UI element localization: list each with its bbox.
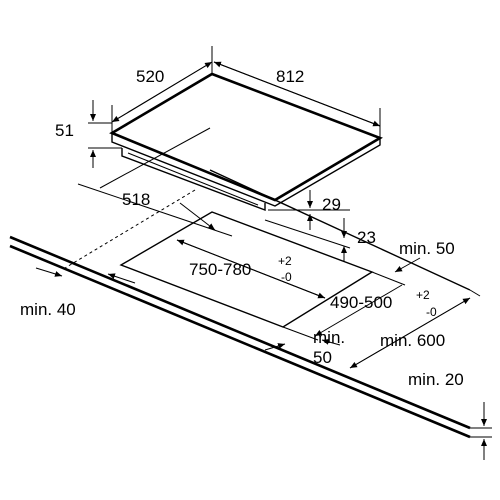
label-cutout-depth-tol-lower: -0 <box>426 305 437 319</box>
dim-518-line <box>99 127 211 189</box>
dim-cutout-width-b <box>176 239 326 299</box>
label-cutout-depth: 490-500 <box>330 293 392 312</box>
label-cutout-width: 750-780 <box>189 260 251 279</box>
hob-body-lower <box>127 152 259 206</box>
label-29: 29 <box>322 195 341 214</box>
label-min-front-line1: min. <box>313 328 345 347</box>
dim-cutout-depth-ext-b <box>282 326 319 341</box>
dim-518-arrow <box>179 202 216 231</box>
label-min-side: min. 40 <box>20 300 76 319</box>
dim-23-ext <box>264 219 351 249</box>
hob-glass-top <box>109 72 383 202</box>
dim-518-ext <box>77 183 233 237</box>
label-cutout-width-tol-upper: +2 <box>278 254 292 268</box>
label-cutout-width-tol-lower: -0 <box>281 270 292 284</box>
worktop-front-edge <box>9 244 471 439</box>
worktop-top-edge <box>9 235 471 430</box>
label-812: 812 <box>276 67 304 86</box>
dim-812-line-b <box>213 61 381 127</box>
label-min-rear: min. 50 <box>399 239 455 258</box>
dim-min50-rear-ext <box>469 289 481 297</box>
dim-cutout-depth-ext <box>371 271 406 286</box>
label-min-worktop-depth: min. 600 <box>380 331 445 350</box>
worktop-drawing <box>9 169 471 439</box>
dim-cutout-depth <box>314 284 403 337</box>
dim-min40-arrow <box>35 267 63 277</box>
label-23: 23 <box>357 228 376 247</box>
dim-min600-b <box>349 297 471 369</box>
hob-glass-edge <box>111 133 381 207</box>
label-min-front-line2: 50 <box>313 348 332 367</box>
label-cutout-depth-tol-upper: +2 <box>416 288 430 302</box>
label-520: 520 <box>136 67 164 86</box>
dimension-labels: 520 812 51 518 29 23 750-780 +2 -0 490-5… <box>20 67 464 389</box>
cutout-reference-dashed <box>64 189 196 269</box>
label-min-worktop-thickness: min. 20 <box>408 370 464 389</box>
dim-min50-rear <box>394 257 421 273</box>
dim-min50-front-b <box>321 338 341 346</box>
hob-body <box>121 148 266 212</box>
dim-min40-arrow-b <box>107 273 136 284</box>
hob-drawing <box>109 72 383 212</box>
label-51: 51 <box>55 121 74 140</box>
dimension-lines <box>35 46 492 460</box>
dim-520-line-b <box>111 61 213 123</box>
dim-min50-front <box>264 343 286 351</box>
worktop-rear-edge <box>209 169 471 291</box>
label-518: 518 <box>122 190 150 209</box>
